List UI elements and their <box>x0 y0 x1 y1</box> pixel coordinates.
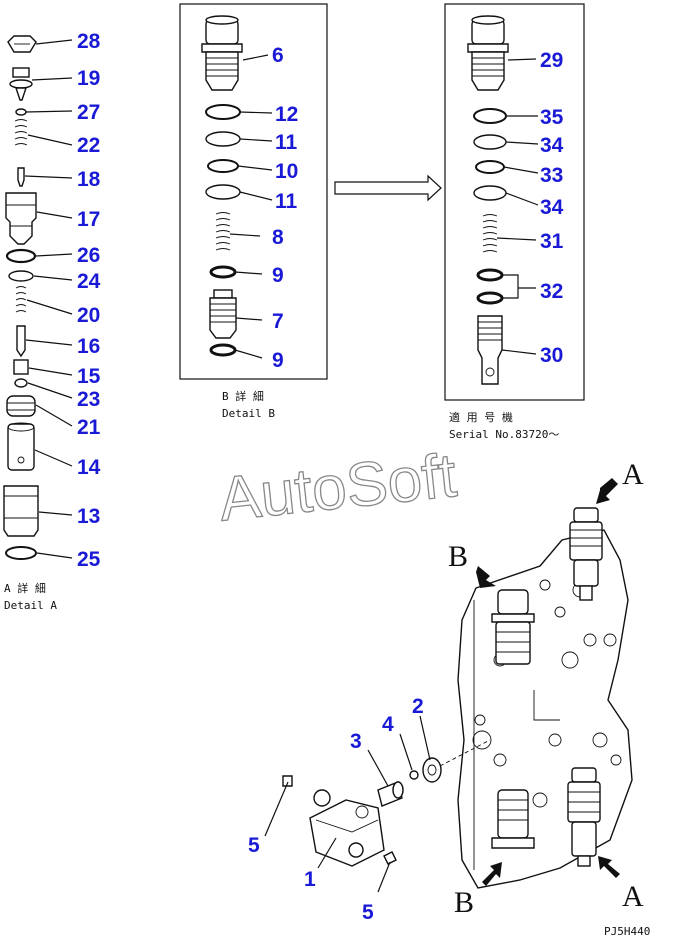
watermark: AutoSoft <box>216 441 460 534</box>
assembly-leaders <box>264 715 431 893</box>
valve-b-top <box>491 589 535 665</box>
detail-b-caption-en: Detail B <box>222 407 275 420</box>
callout-5-left: 5 <box>248 834 260 857</box>
detail-a-labels: 28 19 27 22 18 17 26 24 20 16 15 23 21 1… <box>77 30 101 571</box>
detail-b-frame <box>179 3 328 380</box>
callout-15: 15 <box>77 365 101 388</box>
detail-serial-labels: 29 35 34 33 34 31 32 30 <box>540 49 564 367</box>
arrow-right-icon <box>334 174 442 202</box>
callout-13: 13 <box>77 505 100 528</box>
callout-21: 21 <box>77 416 101 439</box>
callout-17: 17 <box>77 208 100 231</box>
view-letter-a-top: A <box>622 458 644 491</box>
detail-serial-frame <box>444 3 585 401</box>
valve-a-bottom <box>567 767 601 867</box>
detail-a-leaders <box>24 39 73 559</box>
callout-6: 6 <box>272 44 284 67</box>
view-letter-a-bottom: A <box>622 880 644 913</box>
callout-33: 33 <box>540 164 563 187</box>
callout-26: 26 <box>77 244 100 267</box>
callout-14: 14 <box>77 456 101 479</box>
assembly-labels: 2 4 3 5 1 5 <box>248 695 424 924</box>
callout-30: 30 <box>540 344 563 367</box>
detail-b-labels: 6 12 11 10 11 8 9 7 9 <box>272 44 298 372</box>
callout-4: 4 <box>382 713 394 736</box>
callout-19: 19 <box>77 67 100 90</box>
detail-serial-parts <box>467 15 509 385</box>
callout-20: 20 <box>77 304 100 327</box>
callout-16: 16 <box>77 335 100 358</box>
callout-29: 29 <box>540 49 563 72</box>
callout-23: 23 <box>77 388 100 411</box>
callout-32: 32 <box>540 280 563 303</box>
view-letter-b-bottom: B <box>454 886 474 919</box>
callout-1: 1 <box>304 868 316 891</box>
detail-b-leaders <box>229 54 273 359</box>
callout-24: 24 <box>77 270 101 293</box>
view-arrow-b-bottom-icon <box>482 862 502 886</box>
view-letter-b-top: B <box>448 540 468 573</box>
callout-8: 8 <box>272 226 284 249</box>
callout-11-lower: 11 <box>275 190 298 213</box>
serial-caption-jp: 適 用 号 機 <box>449 410 513 424</box>
callout-31: 31 <box>540 230 564 253</box>
detail-b-caption-jp: B 詳 細 <box>222 389 264 403</box>
drawing-code: PJ5H440 <box>604 925 650 938</box>
callout-18: 18 <box>77 168 101 191</box>
valve-a-top <box>569 507 603 601</box>
callout-5-bottom: 5 <box>362 901 374 924</box>
callout-28: 28 <box>77 30 101 53</box>
callout-3: 3 <box>350 730 362 753</box>
detail-serial-leaders <box>496 58 539 355</box>
view-arrow-a-top-icon <box>596 478 618 504</box>
view-arrow-a-bottom-icon <box>598 856 620 878</box>
detail-b-parts <box>201 15 243 357</box>
view-arrow-b-top-icon <box>476 566 496 588</box>
callout-12: 12 <box>275 103 298 126</box>
callout-9-upper: 9 <box>272 264 284 287</box>
valve-b-bottom <box>491 789 535 849</box>
callout-27: 27 <box>77 101 100 124</box>
detail-a-caption-jp: A 詳 細 <box>4 581 46 595</box>
callout-35: 35 <box>540 106 564 129</box>
callout-34-upper: 34 <box>540 134 564 157</box>
view-arrows <box>476 478 620 886</box>
callout-22: 22 <box>77 134 100 157</box>
serial-caption-en: Serial No.83720～ <box>449 428 559 441</box>
callout-7: 7 <box>272 310 284 333</box>
callout-11-upper: 11 <box>275 131 298 154</box>
detail-a-parts <box>3 35 39 560</box>
callout-25: 25 <box>77 548 101 571</box>
callout-34-lower: 34 <box>540 196 564 219</box>
callout-2: 2 <box>412 695 424 718</box>
callout-9-lower: 9 <box>272 349 284 372</box>
detail-a-caption-en: Detail A <box>4 599 57 612</box>
callout-10: 10 <box>275 160 298 183</box>
